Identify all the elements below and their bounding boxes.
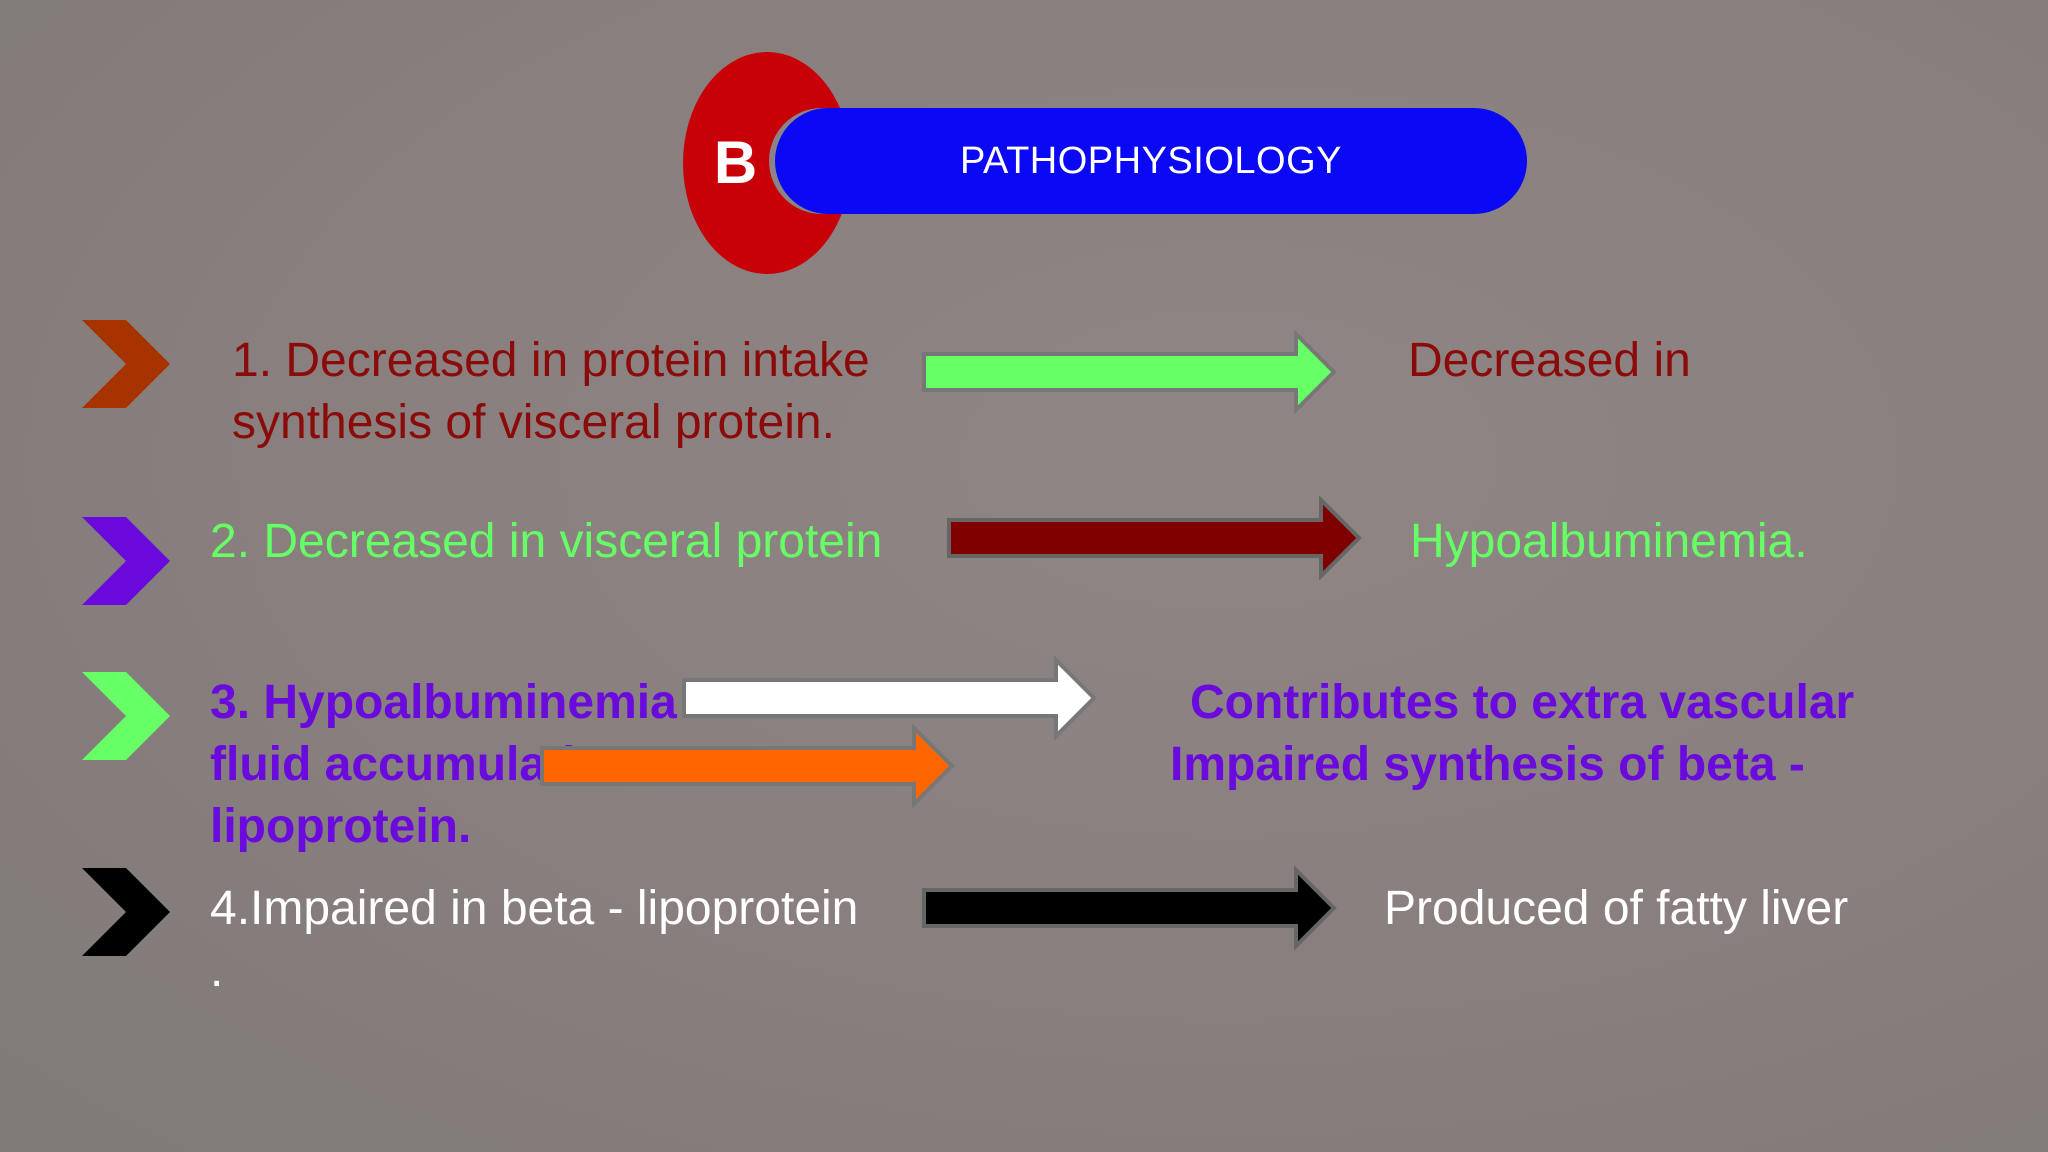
- header-pill: [775, 108, 1527, 214]
- row1-left-line1: 1. Decreased in protein intake: [232, 334, 870, 387]
- row4-arrow-icon: [922, 866, 1337, 950]
- row2-right: Hypoalbuminemia.: [1410, 515, 1808, 568]
- row3-left-line1: 3. Hypoalbuminemia: [210, 676, 677, 729]
- row3-right-line1: Contributes to extra vascular: [1190, 676, 1855, 729]
- row1-left-line2: synthesis of visceral protein.: [232, 396, 835, 449]
- row3-left-line3: lipoprotein.: [210, 800, 472, 853]
- row3-arrow-orange-icon: [540, 724, 955, 808]
- badge-letter: B: [713, 129, 758, 196]
- row3-arrow-white-icon: [682, 656, 1097, 740]
- row3-right-line2: Impaired synthesis of beta -: [1170, 738, 1805, 791]
- chevron-right-icon: [82, 672, 170, 760]
- row4-left: 4.Impaired in beta - lipoprotein: [210, 882, 859, 935]
- row2-arrow-icon: [947, 496, 1362, 580]
- chevron-right-icon: [82, 517, 170, 605]
- row1-arrow-icon: [922, 330, 1337, 414]
- row4-right: Produced of fatty liver: [1384, 882, 1849, 935]
- header-title: PATHOPHYSIOLOGY: [960, 140, 1342, 182]
- chevron-right-icon: [82, 868, 170, 956]
- row2-left: 2. Decreased in visceral protein: [210, 515, 883, 568]
- chevron-right-icon: [82, 320, 170, 408]
- row1-right: Decreased in: [1408, 334, 1691, 387]
- row4-left-line2: .: [210, 944, 224, 997]
